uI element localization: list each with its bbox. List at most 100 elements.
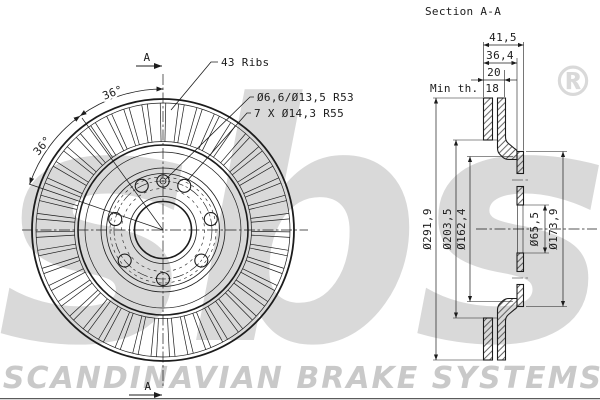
rib-line: [43, 260, 81, 274]
rib-line: [242, 268, 278, 286]
rib-line: [249, 200, 287, 210]
vent-ribs: [36, 103, 290, 357]
bolt-circle: [113, 180, 213, 280]
bolt-hole: [108, 212, 123, 227]
rib-line: [201, 116, 220, 151]
rib-line: [167, 318, 170, 357]
rib-line: [111, 113, 128, 150]
rib-line: [87, 301, 111, 333]
radial-lines: [28, 117, 164, 231]
rib-line: [57, 279, 91, 302]
rib-line: [220, 133, 246, 164]
rib-line: [239, 165, 273, 186]
rib-line: [90, 125, 113, 158]
bolt-hole-label: 7 X Ø14,3 R55: [254, 107, 344, 120]
rib-line: [248, 194, 286, 207]
dim-hat-width: 36,4: [486, 49, 514, 62]
banner-watermark: SCANDINAVIAN BRAKE SYSTEMS: [3, 361, 600, 396]
rib-line: [36, 230, 75, 233]
rib-line: [61, 282, 93, 307]
dim-flange-diameter: Ø173,9: [547, 208, 560, 250]
rib-line: [48, 268, 84, 286]
section-marker-letter-top: A: [144, 51, 151, 64]
disc-circles: [31, 98, 295, 362]
rib-line: [114, 311, 130, 348]
dim-bore-diameter: Ø65,5: [528, 212, 541, 247]
rib-line: [177, 104, 185, 143]
registered-trademark-icon: ®: [552, 57, 594, 106]
rib-line: [80, 133, 106, 164]
dim-min-thickness: Min th. 18: [430, 82, 499, 95]
rib-line: [249, 247, 288, 257]
dim-band-width: 20: [487, 66, 501, 79]
rib-line: [180, 316, 189, 355]
rib-line: [247, 256, 285, 269]
rib-line: [39, 200, 77, 210]
bolt-hole: [203, 212, 218, 227]
rib-line: [251, 230, 290, 233]
rib-line: [36, 218, 75, 223]
bolt-hole: [177, 178, 192, 193]
sbs-logo-watermark: sbs: [0, 34, 600, 400]
rib-line: [106, 116, 125, 151]
rib-line: [171, 318, 176, 357]
section-cut-shapes-top: [482, 97, 530, 206]
center-lines: [22, 74, 308, 388]
rib-line: [37, 243, 76, 251]
rib-line: [250, 213, 289, 219]
rib-line: [250, 243, 289, 251]
bolt-hole: [117, 253, 132, 268]
rib-line: [243, 177, 279, 194]
rib-line: [245, 260, 283, 274]
rib-line: [215, 301, 239, 333]
rib-line: [38, 247, 77, 257]
rib-line: [192, 313, 207, 350]
dim-friction-diameter: Ø203,5: [441, 208, 454, 250]
bolt-hole: [134, 178, 149, 193]
center-bore: [133, 200, 193, 260]
rib-line: [240, 271, 275, 291]
leader-lines: [165, 61, 254, 182]
section-marker-letter-bottom: A: [145, 380, 152, 393]
rib-line: [251, 234, 290, 238]
rib-line: [227, 289, 257, 317]
dim-outer-diameter: Ø291,9: [421, 208, 434, 250]
rib-line: [132, 315, 143, 354]
rib-line: [98, 306, 119, 340]
rib-line: [75, 137, 103, 166]
rib-line: [204, 307, 224, 343]
rib-line: [198, 113, 215, 150]
section-view: Section A-A: [421, 5, 597, 361]
rib-line: [183, 315, 194, 354]
rib-line: [235, 279, 269, 302]
rib-line: [245, 182, 282, 198]
rib-line: [150, 318, 155, 357]
rib-line: [173, 103, 180, 143]
rib-line: [232, 150, 263, 176]
bolt-holes: [108, 178, 218, 287]
rib-line: [73, 292, 101, 321]
front-view: 36° 36° 43 Ribs Ø6,6/Ø13,5 R53 7 X Ø14,3…: [22, 51, 354, 399]
locating-hole: [156, 174, 170, 188]
rib-line: [40, 194, 78, 207]
rib-line: [119, 313, 134, 350]
rib-line: [82, 298, 108, 330]
section-title: Section A-A: [425, 5, 501, 18]
bolt-hole: [155, 271, 171, 287]
rib-line: [156, 318, 159, 357]
rib-line: [37, 213, 76, 219]
angle-dimension-arcs: [29, 86, 164, 185]
rib-line: [137, 316, 146, 355]
rib-line: [51, 271, 86, 291]
rib-line: [94, 122, 117, 156]
rib-line: [207, 306, 228, 340]
section-cut-marker-bottom: A: [129, 380, 162, 399]
dimension-lines: [433, 42, 566, 360]
rib-line: [196, 311, 212, 348]
rib-line: [225, 292, 253, 321]
rib-line: [69, 289, 99, 317]
rib-line: [186, 107, 198, 145]
rib-line: [209, 122, 232, 156]
